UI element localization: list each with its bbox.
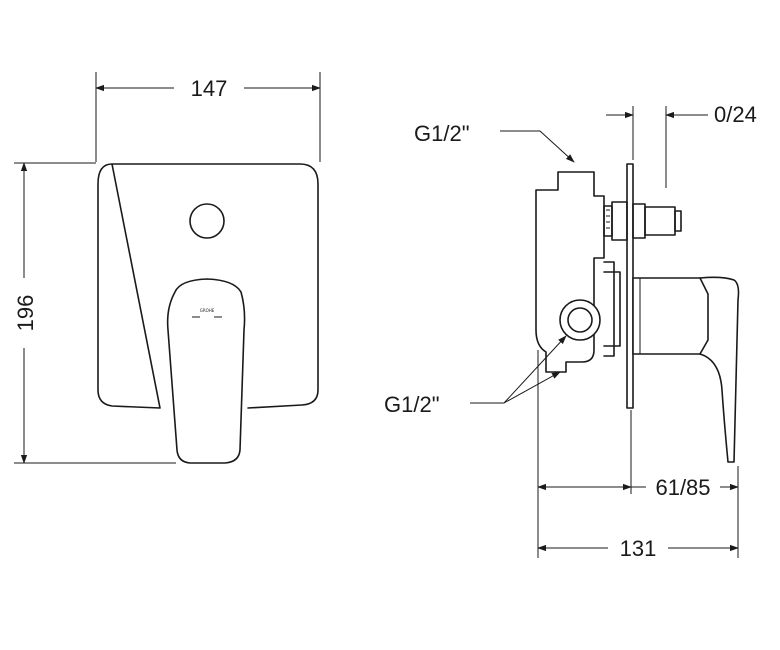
connection-label-bottom: G1/2" xyxy=(384,392,440,417)
dim-depth-adjust: 0/24 xyxy=(714,102,757,127)
front-view: GROHE 147 196 xyxy=(13,72,321,464)
leader-line-top xyxy=(500,130,575,163)
dim-front-height: 196 xyxy=(13,295,38,332)
bottom-inlet-outer xyxy=(559,299,601,341)
handle-brand-text: GROHE xyxy=(200,308,215,313)
dim-front-width: 147 xyxy=(191,76,228,101)
side-view: 0/24 61/85 131 G1/2" G1/2" xyxy=(384,102,757,561)
lever-handle xyxy=(166,278,246,464)
valve-bracket xyxy=(603,261,615,357)
diverter-spindle xyxy=(603,201,682,241)
diverter-knob xyxy=(189,203,225,239)
dim-total-depth: 131 xyxy=(620,536,657,561)
valve-body xyxy=(535,171,605,373)
cover-plate xyxy=(97,163,319,409)
leader-line-bottom-a xyxy=(503,335,567,404)
valve-step xyxy=(603,271,621,347)
wall-plate xyxy=(626,163,634,409)
connection-label-top: G1/2" xyxy=(414,121,470,146)
lever-handle-side xyxy=(632,276,740,463)
lever-handle-cap xyxy=(699,277,709,355)
dim-wall-depth: 61/85 xyxy=(655,475,710,500)
bottom-inlet-inner xyxy=(567,307,593,333)
leader-line-bottom-b xyxy=(503,371,561,404)
